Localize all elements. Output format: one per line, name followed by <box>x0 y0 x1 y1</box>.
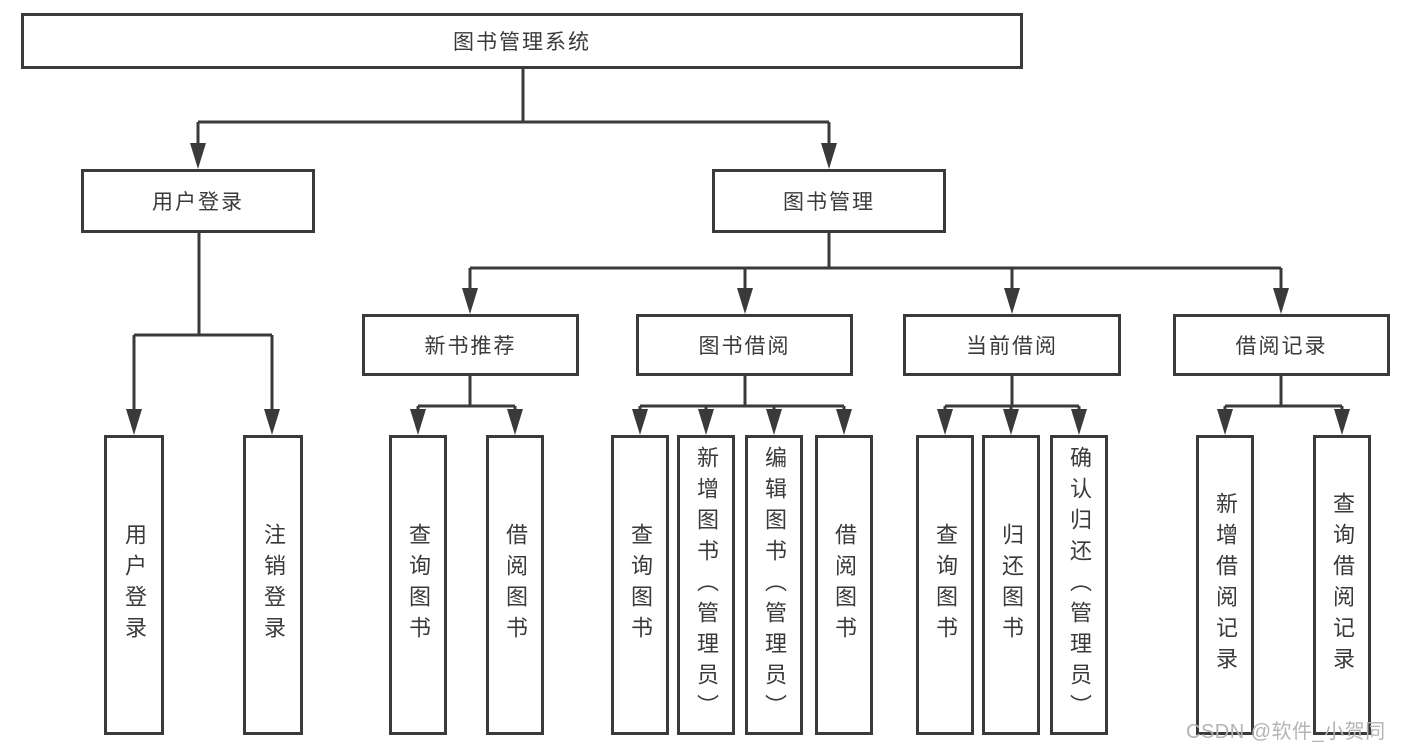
leaf-label: 查询图书 <box>628 523 653 647</box>
leaf-add-book-admin: 新增图书（管理员） <box>677 435 735 735</box>
leaf-label: 注销登录 <box>261 523 286 647</box>
node-label: 借阅记录 <box>1235 335 1328 358</box>
leaf-query-books-recommend: 查询图书 <box>389 435 447 735</box>
leaf-label: 新增借阅记录 <box>1213 492 1238 678</box>
leaf-logout-login: 注销登录 <box>243 435 303 735</box>
leaf-label: 确认归还（管理员） <box>1067 445 1092 725</box>
leaf-borrow-books: 借阅图书 <box>815 435 873 735</box>
leaf-edit-book-admin: 编辑图书（管理员） <box>745 435 803 735</box>
node-label: 图书借阅 <box>698 335 791 358</box>
node-new-book-recommend: 新书推荐 <box>362 314 579 376</box>
leaf-label: 借阅图书 <box>503 523 528 647</box>
leaf-user-login: 用户登录 <box>104 435 164 735</box>
node-label: 新书推荐 <box>424 335 517 358</box>
leaf-label: 查询图书 <box>406 523 431 647</box>
leaf-label: 借阅图书 <box>832 523 857 647</box>
leaf-label: 新增图书（管理员） <box>694 445 719 725</box>
watermark: CSDN @软件_小贺同学 <box>1186 721 1386 743</box>
node-book-borrow: 图书借阅 <box>636 314 853 376</box>
node-current-borrow: 当前借阅 <box>903 314 1121 376</box>
leaf-label: 查询借阅记录 <box>1330 492 1355 678</box>
leaf-label: 归还图书 <box>999 523 1024 647</box>
leaf-return-book: 归还图书 <box>982 435 1040 735</box>
leaf-confirm-return-admin: 确认归还（管理员） <box>1050 435 1108 735</box>
node-label: 当前借阅 <box>966 335 1058 358</box>
leaf-label: 编辑图书（管理员） <box>762 445 787 725</box>
leaf-query-books-borrow: 查询图书 <box>611 435 669 735</box>
node-label: 用户登录 <box>152 191 244 214</box>
leaf-query-books-current: 查询图书 <box>916 435 974 735</box>
leaf-add-borrow-record: 新增借阅记录 <box>1196 435 1254 735</box>
leaf-label: 查询图书 <box>933 523 958 647</box>
leaf-borrow-books-recommend: 借阅图书 <box>486 435 544 735</box>
leaf-query-borrow-record: 查询借阅记录 <box>1313 435 1371 735</box>
node-book-management: 图书管理 <box>712 169 946 233</box>
node-label: 图书管理系统 <box>453 31 591 54</box>
node-library-management-system: 图书管理系统 <box>21 13 1023 69</box>
node-user-login: 用户登录 <box>81 169 315 233</box>
node-label: 图书管理 <box>783 191 875 214</box>
leaf-label: 用户登录 <box>122 523 147 647</box>
node-borrow-records: 借阅记录 <box>1173 314 1390 376</box>
